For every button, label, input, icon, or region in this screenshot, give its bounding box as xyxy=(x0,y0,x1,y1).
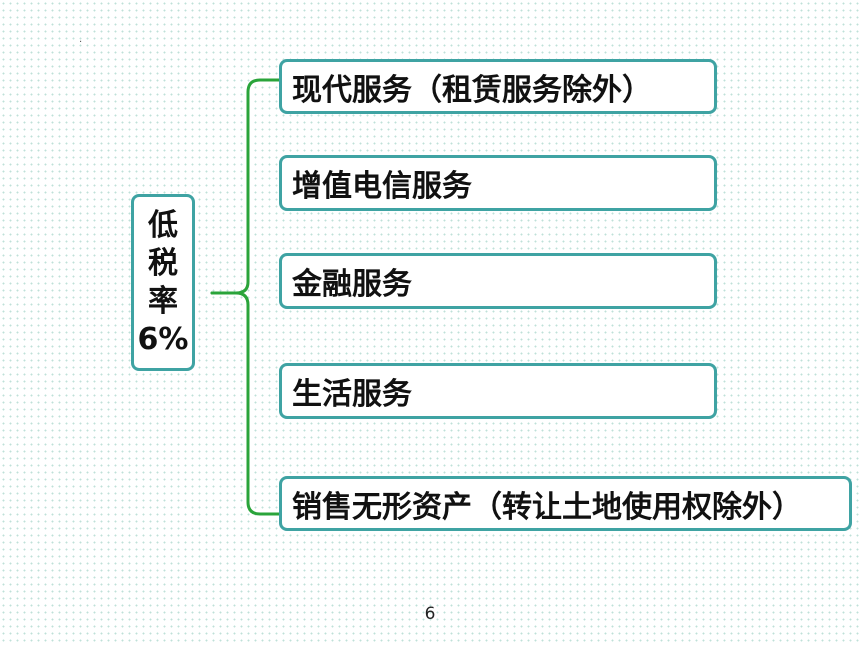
tax-rate-char-1: 低 xyxy=(148,207,178,243)
tax-rate-box: 低 税 率 6% xyxy=(131,194,195,371)
page-number: 6 xyxy=(424,604,436,624)
item-label: 销售无形资产（转让土地使用权除外） xyxy=(292,489,802,525)
item-label: 金融服务 xyxy=(292,267,412,302)
item-box-intangible-assets: 销售无形资产（转让土地使用权除外） xyxy=(279,476,852,531)
tax-rate-char-3: 率 xyxy=(148,283,178,319)
item-box-life-services: 生活服务 xyxy=(279,363,717,419)
item-label: 生活服务 xyxy=(292,377,412,412)
item-box-modern-services: 现代服务（租赁服务除外） xyxy=(279,59,717,114)
item-label: 增值电信服务 xyxy=(292,169,472,204)
item-box-telecom-services: 增值电信服务 xyxy=(279,155,717,211)
tax-rate-value: 6% xyxy=(137,321,189,357)
decorative-dot: . xyxy=(79,34,83,45)
tax-rate-char-2: 税 xyxy=(148,245,178,281)
item-label: 现代服务（租赁服务除外） xyxy=(292,72,652,108)
item-box-financial-services: 金融服务 xyxy=(279,253,717,309)
